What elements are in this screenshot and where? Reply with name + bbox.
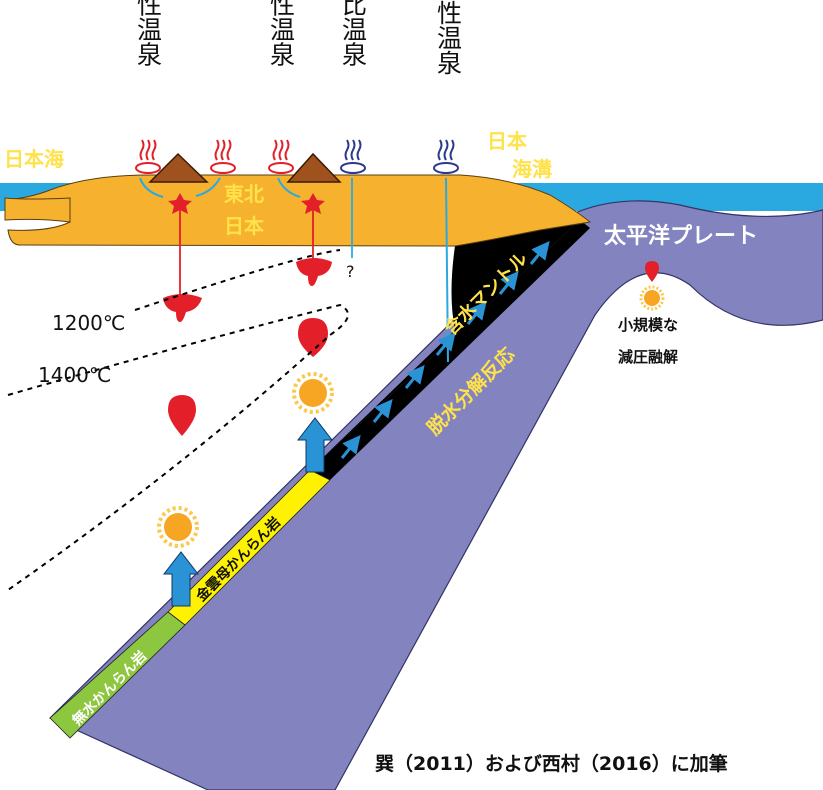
fluid-arrow-3 — [404, 365, 425, 389]
dehydration-arrows — [340, 241, 550, 459]
label-tohoku-2: 日本 — [224, 214, 264, 238]
hot-spring-icon-3 — [268, 139, 294, 174]
fluid-arrow-4 — [435, 332, 456, 356]
label-isotherm-1400: 1400℃ — [38, 363, 111, 387]
label-japan-trench-1: 日本 — [487, 129, 527, 153]
magma-chamber-2 — [301, 193, 325, 214]
crust-west-tail — [4, 197, 71, 223]
spring-channel-1b — [195, 177, 221, 197]
label-nonvolcanic-spring: 非火山性温泉 — [434, 0, 463, 75]
melt-burst-2 — [157, 506, 199, 548]
label-new-spring: 新安比温泉 — [339, 0, 368, 67]
magma-drop-small — [645, 261, 659, 282]
fluid-arrow-1 — [340, 435, 361, 459]
label-small-melt-1: 小規模な — [618, 316, 678, 334]
nonvolcanic-spring-channel — [445, 177, 449, 363]
label-isotherm-1200: 1200℃ — [52, 311, 125, 335]
label-citation: 巽（2011）および西村（2016）に加筆 — [375, 752, 728, 775]
pacific-plate — [48, 200, 823, 790]
magma-drop-2 — [168, 395, 196, 436]
anhydrous-peridotite-layer — [49, 611, 186, 739]
hot-spring-icon-4 — [340, 139, 366, 174]
spring-channel-2 — [277, 177, 301, 198]
label-volcanic-spring-1: 火山性温泉 — [134, 0, 163, 67]
label-sea-of-japan: 日本海 — [4, 147, 64, 171]
magma-drop-1 — [298, 318, 328, 357]
label-japan-trench-2: 海溝 — [512, 157, 552, 181]
isotherm-1200 — [134, 249, 341, 311]
hot-spring-icon-5 — [433, 139, 459, 174]
magma-chamber-1 — [168, 193, 192, 214]
volcano-cone-2 — [286, 152, 342, 183]
fluid-arrow-2 — [372, 399, 393, 423]
magma-body-2 — [296, 258, 332, 286]
label-volcanic-spring-2: 火山性温泉 — [267, 0, 296, 67]
isotherm-1400 — [7, 303, 349, 591]
upwelling-arrow-1 — [296, 417, 334, 473]
label-tohoku-1: 東北 — [224, 182, 264, 206]
upwelling-arrow-2 — [162, 551, 200, 607]
magma-body-1 — [163, 294, 202, 322]
hot-spring-icon-1 — [135, 139, 161, 174]
spring-channel-1a — [139, 177, 164, 198]
fluid-arrow-5 — [466, 301, 487, 325]
label-small-melt-2: 減圧融解 — [618, 348, 678, 366]
label-question: ? — [346, 262, 355, 281]
fluid-arrow-6 — [498, 271, 519, 295]
label-pacific-plate: 太平洋プレート — [604, 223, 758, 249]
melt-burst-small — [639, 285, 665, 311]
melt-burst-1 — [292, 372, 334, 414]
volcano-cone-1 — [148, 152, 209, 183]
hot-spring-icon-2 — [210, 139, 236, 174]
tohoku-crust — [4, 174, 592, 247]
fluid-arrow-7 — [529, 241, 550, 265]
